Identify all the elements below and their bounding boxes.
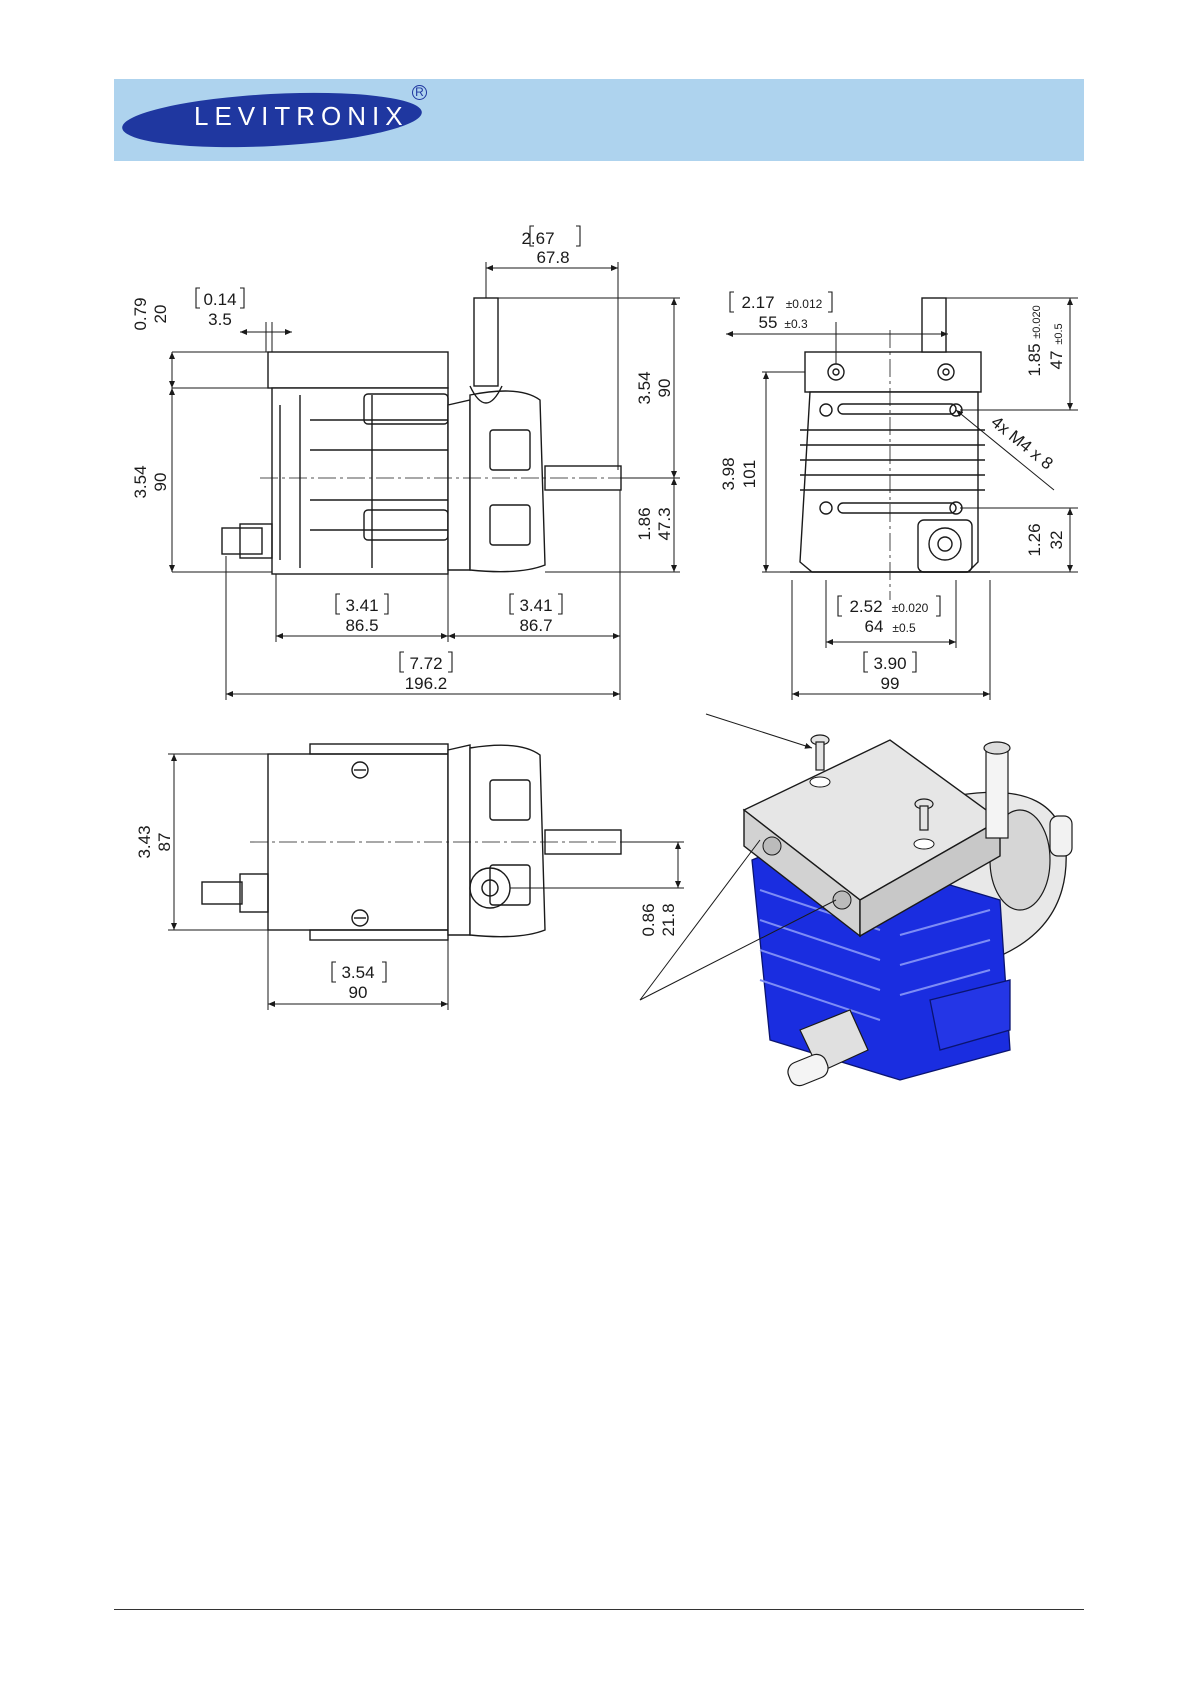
dim-lower-mm: 32	[1047, 531, 1066, 550]
dim-outlet-in: 1.86	[635, 507, 654, 540]
dim-outlet-mm: 47.3	[655, 507, 674, 540]
dim-upper-tol-in: ±0.020	[1031, 305, 1043, 339]
dim-top-width-in: 2.67	[521, 229, 554, 248]
dim-foot-width-in: 3.90	[873, 654, 906, 673]
dim-hole-pitch-in: 2.17	[741, 293, 774, 312]
dim-top-view-width-mm: 90	[349, 983, 368, 1002]
dim-base-right-mm: 86.7	[519, 616, 552, 635]
dim-base-left-mm: 86.5	[345, 616, 378, 635]
dim-right-height-mm: 90	[655, 379, 674, 398]
dim-lower-in: 1.26	[1025, 523, 1044, 556]
dim-inlet-in: 0.86	[639, 903, 658, 936]
dim-top-width-mm: 67.8	[536, 248, 569, 267]
dim-total-len-in: 7.72	[409, 654, 442, 673]
dim-flange-mm: 20	[151, 305, 170, 324]
dim-foot-pitch-tol-mm: ±0.5	[892, 621, 916, 635]
top-view	[202, 744, 640, 940]
footer-rule	[114, 1609, 1084, 1610]
dim-foot-pitch-mm: 64	[865, 617, 884, 636]
dim-top-view-height-in: 3.43	[135, 825, 154, 858]
dim-base-left-in: 3.41	[345, 596, 378, 615]
dim-top-view-width-in: 3.54	[341, 963, 374, 982]
dim-total-len-mm: 196.2	[405, 674, 448, 693]
dim-hole-pitch-tol-in: ±0.012	[786, 297, 823, 311]
dim-flange-in: 0.79	[131, 297, 150, 330]
dim-foot-width-mm: 99	[881, 674, 900, 693]
dim-foot-pitch-in: 2.52	[849, 597, 882, 616]
dim-left-height-mm: 90	[151, 473, 170, 492]
end-view	[790, 298, 990, 600]
dim-offset-in: 0.14	[203, 290, 236, 309]
dim-base-right-in: 3.41	[519, 596, 552, 615]
side-view	[222, 298, 640, 574]
dim-end-height-mm: 101	[740, 460, 759, 488]
dim-hole-pitch-tol-mm: ±0.3	[784, 317, 808, 331]
dim-upper-mm: 47	[1047, 351, 1066, 370]
dim-upper-tol-mm: ±0.5	[1053, 323, 1065, 344]
dim-right-height-in: 3.54	[635, 371, 654, 404]
dim-upper-in: 1.85	[1025, 343, 1044, 376]
dim-foot-pitch-tol-in: ±0.020	[892, 601, 929, 615]
isometric-view	[640, 714, 1072, 1089]
dim-end-height-in: 3.98	[719, 457, 738, 490]
dim-hole-pitch-mm: 55	[759, 313, 778, 332]
dim-offset-mm: 3.5	[208, 310, 232, 329]
dim-top-view-height-mm: 87	[155, 833, 174, 852]
dim-left-height-in: 3.54	[131, 465, 150, 498]
dim-inlet-mm: 21.8	[659, 903, 678, 936]
